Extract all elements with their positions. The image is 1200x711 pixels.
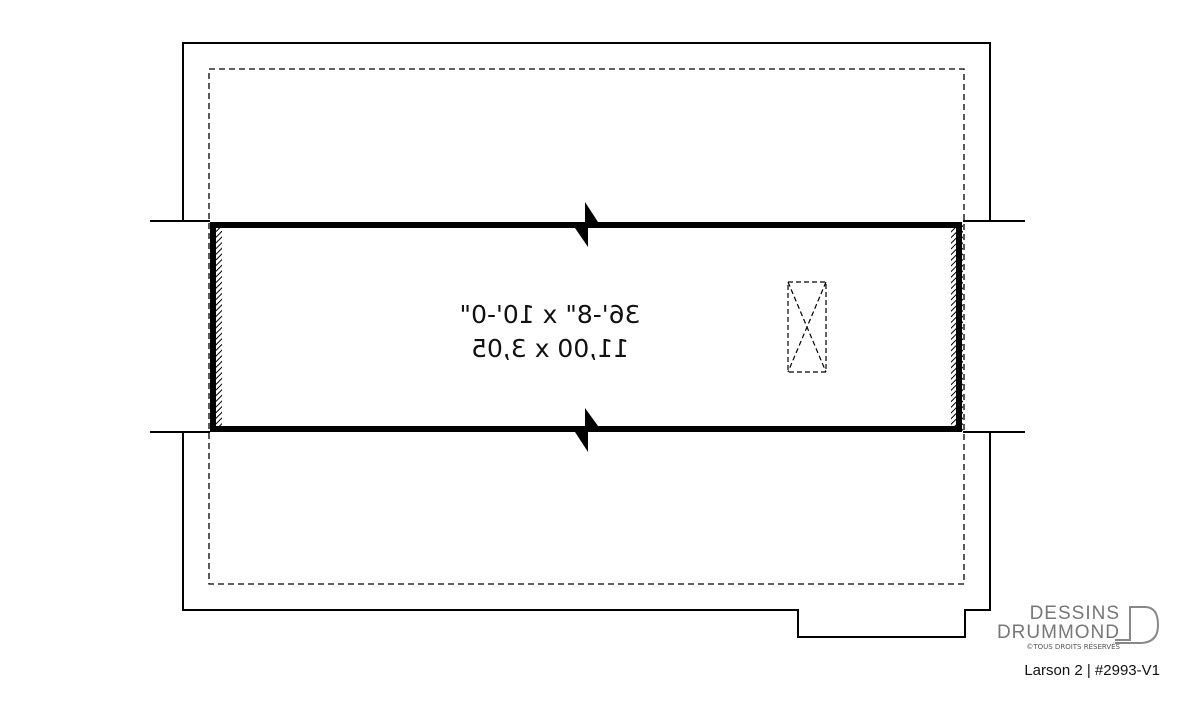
break-marker-top	[575, 202, 598, 247]
logo-line2: DRUMMOND	[996, 622, 1120, 643]
dimension-imperial: 36'-8" x 10'-0"	[459, 300, 641, 329]
logo: DESSINS DRUMMOND ©TOUS DROITS RÉSERVÉS	[990, 604, 1120, 651]
room-outline	[210, 222, 962, 432]
logo-line3: ©TOUS DROITS RÉSERVÉS	[1026, 643, 1120, 651]
attic-hatch-icon	[787, 281, 827, 373]
outer-outline	[150, 42, 1025, 638]
logo-line1: DESSINS	[1029, 603, 1120, 624]
plan-reference: Larson 2 | #2993-V1	[1024, 662, 1160, 679]
logo-mark-icon	[1115, 606, 1160, 644]
break-marker-bottom	[575, 408, 598, 452]
dimension-metric: 11,00 x 3,05	[471, 334, 629, 363]
dashed-outline	[208, 68, 965, 585]
